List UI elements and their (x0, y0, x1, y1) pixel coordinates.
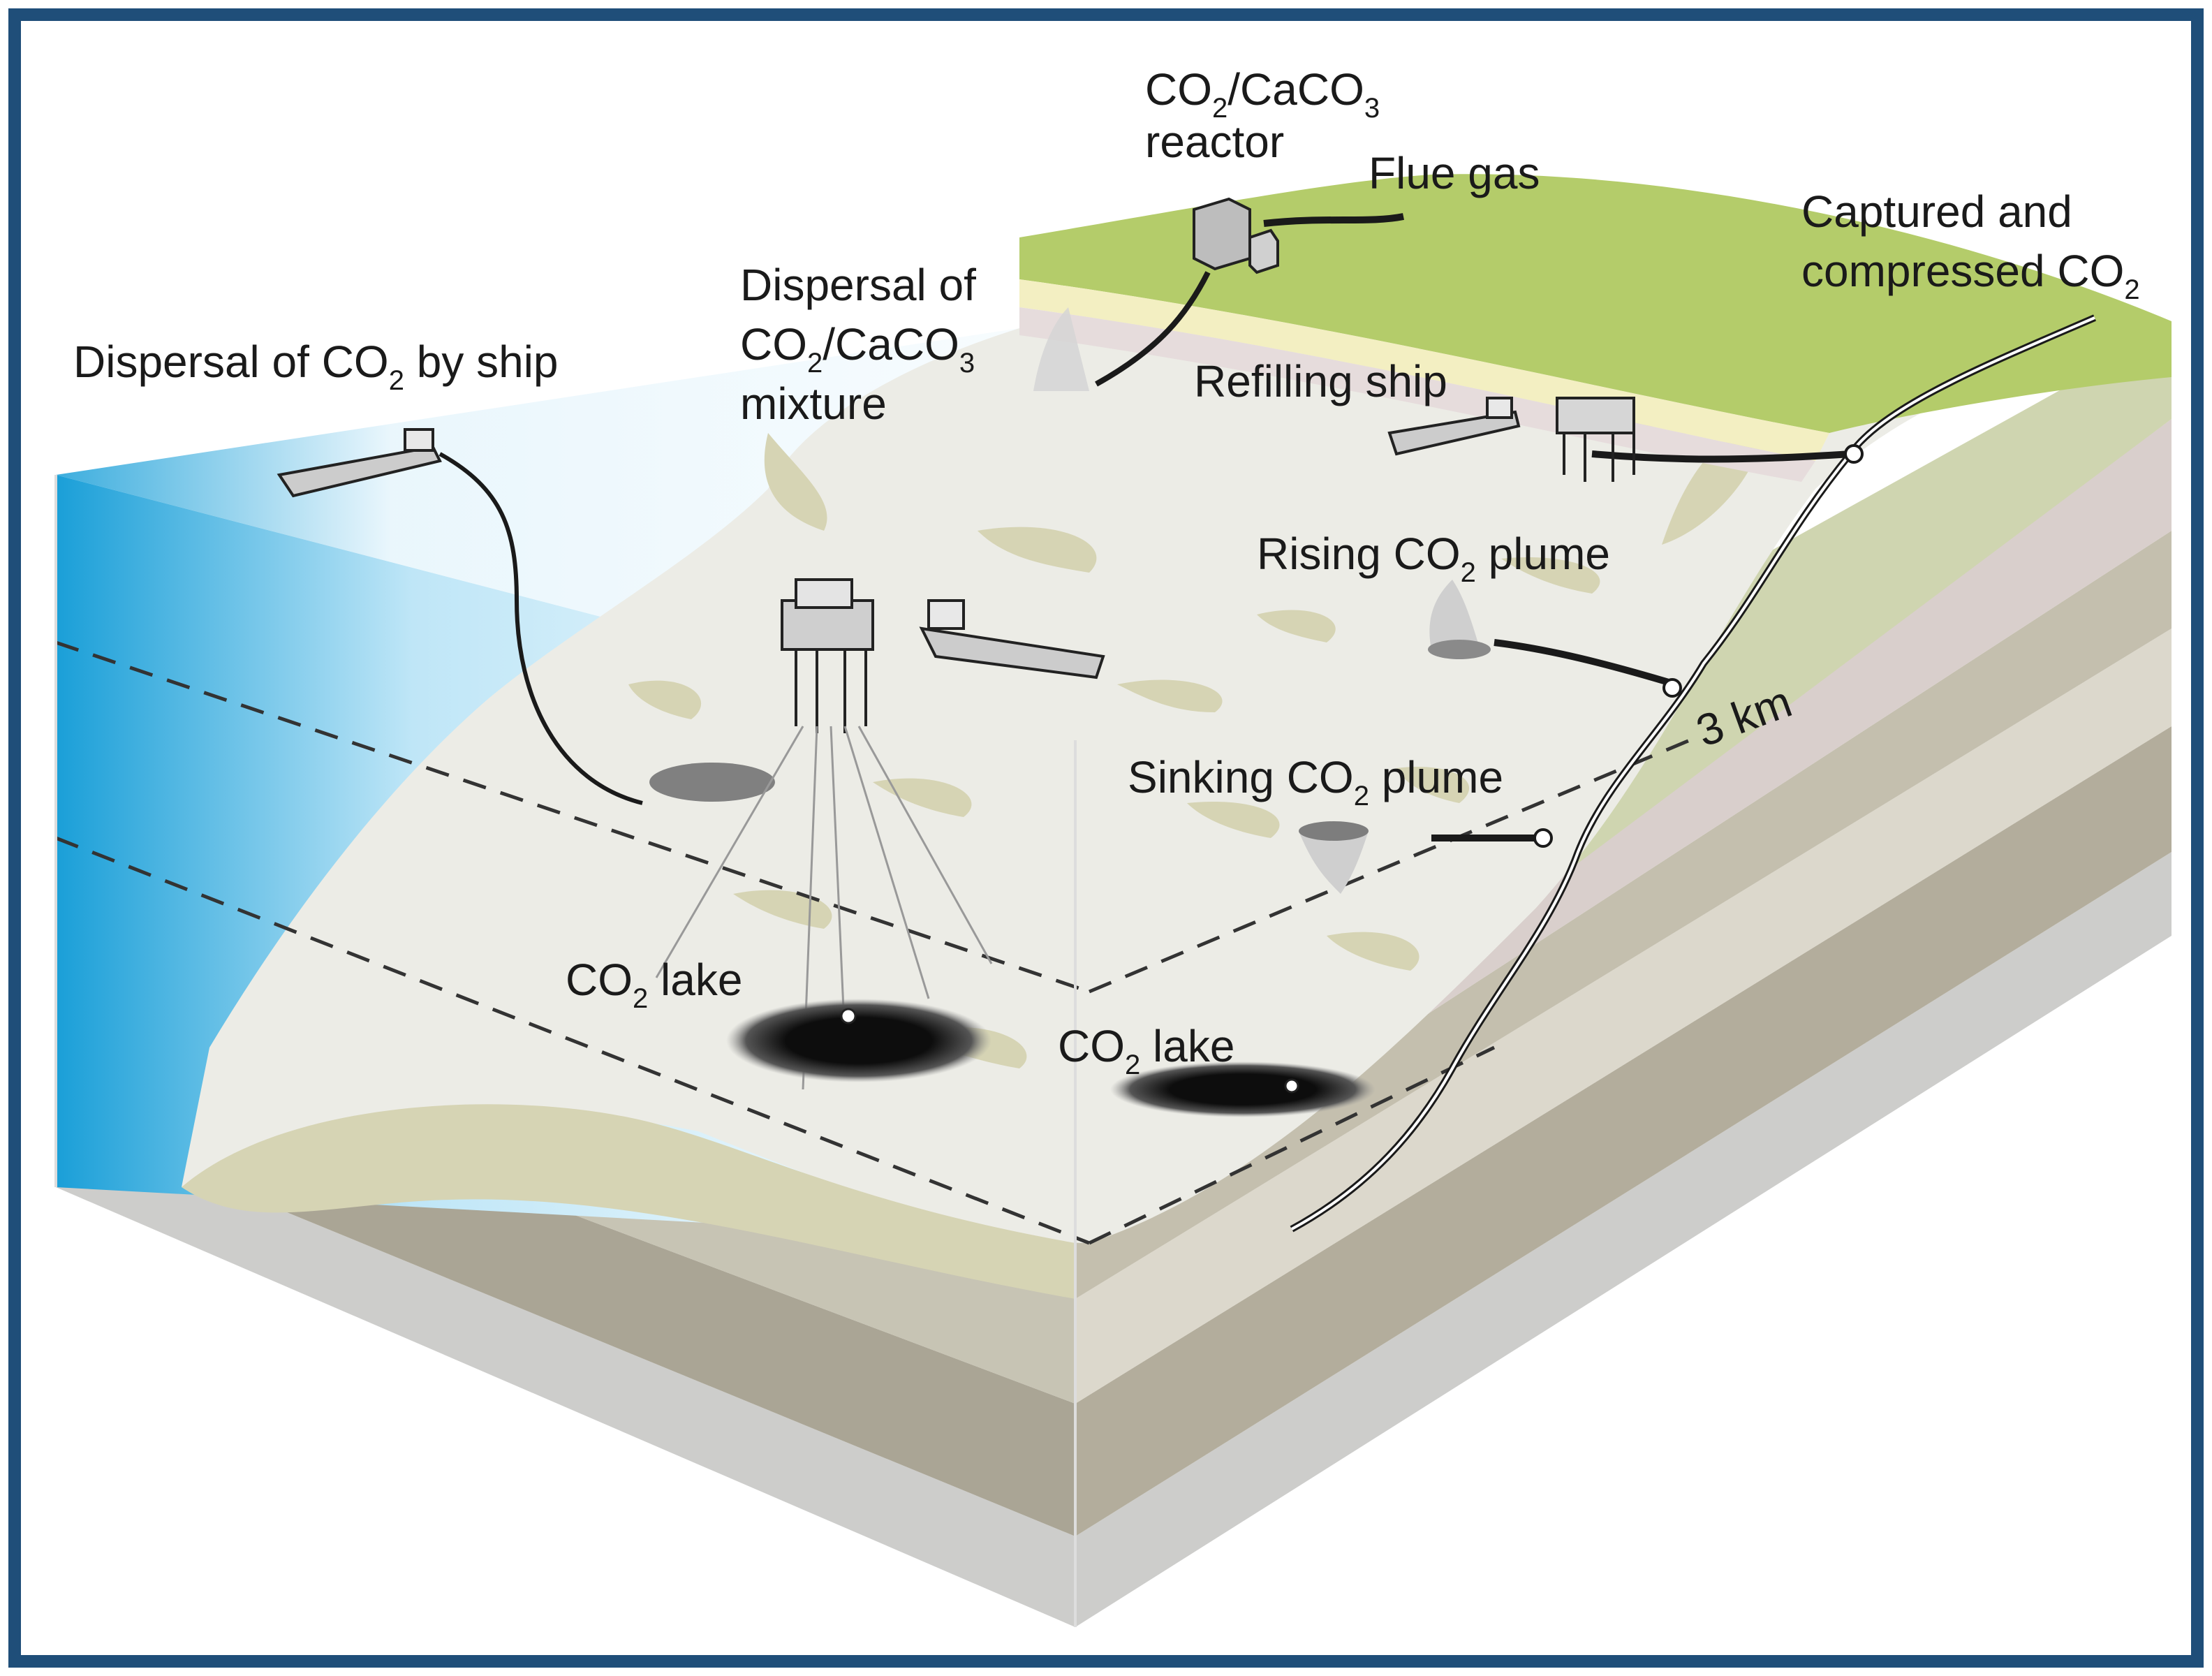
co2-lake-left (726, 999, 991, 1082)
mixture-pipe (1095, 271, 1211, 387)
pipeline-junctions (1533, 444, 1864, 848)
block-outline (54, 475, 1077, 1627)
dispersal-ship-plume (649, 763, 775, 802)
flue-gas-label: Flue gas (1369, 148, 1540, 198)
tanker-ship (919, 599, 1105, 679)
dispersal-mixture-label-line3: mixture (740, 378, 887, 429)
reactor-label-line1: CO2/CaCO3 (1145, 64, 1380, 124)
sinking-plume-label: Sinking CO2 plume (1128, 752, 1503, 811)
co2-lake-right-label: CO2 lake (1058, 1021, 1234, 1080)
sediment-streaks (182, 413, 1760, 1299)
lake-outlet-right (1284, 1078, 1299, 1094)
dispersal-mixture-label-line2: CO2/CaCO3 (740, 319, 975, 378)
seabed-surface (182, 251, 2172, 1243)
dispersal-ship (276, 428, 442, 498)
refilling-ship-label: Refilling ship (1194, 356, 1447, 406)
ship-hose (438, 452, 643, 805)
sinking-plume (1299, 821, 1369, 894)
refilling-platform (1556, 397, 1635, 482)
reactor-building (1193, 197, 1279, 274)
central-platform (781, 578, 874, 733)
flue-gas-pipe (1263, 213, 1404, 227)
reactor-label-line2: reactor (1145, 117, 1284, 167)
co2-lake-right (1110, 1061, 1376, 1117)
mixture-plume (1033, 307, 1089, 391)
captured-label-line1: Captured and (1801, 186, 2072, 237)
platform-tethers (655, 726, 993, 1090)
refilling-ship (1387, 397, 1521, 456)
lake-outlet-left (840, 1008, 857, 1024)
captured-label-line2: compressed CO2 (1801, 246, 2140, 305)
rising-plume-label: Rising CO2 plume (1257, 529, 1610, 588)
dispersal-ship-label: Dispersal of CO2 by ship (73, 337, 559, 396)
depth-lines (55, 640, 1690, 1245)
rising-plume (1428, 580, 1491, 659)
dispersal-mixture-label-line1: Dispersal of (740, 260, 976, 310)
co2-lake-left-label: CO2 lake (566, 955, 742, 1014)
